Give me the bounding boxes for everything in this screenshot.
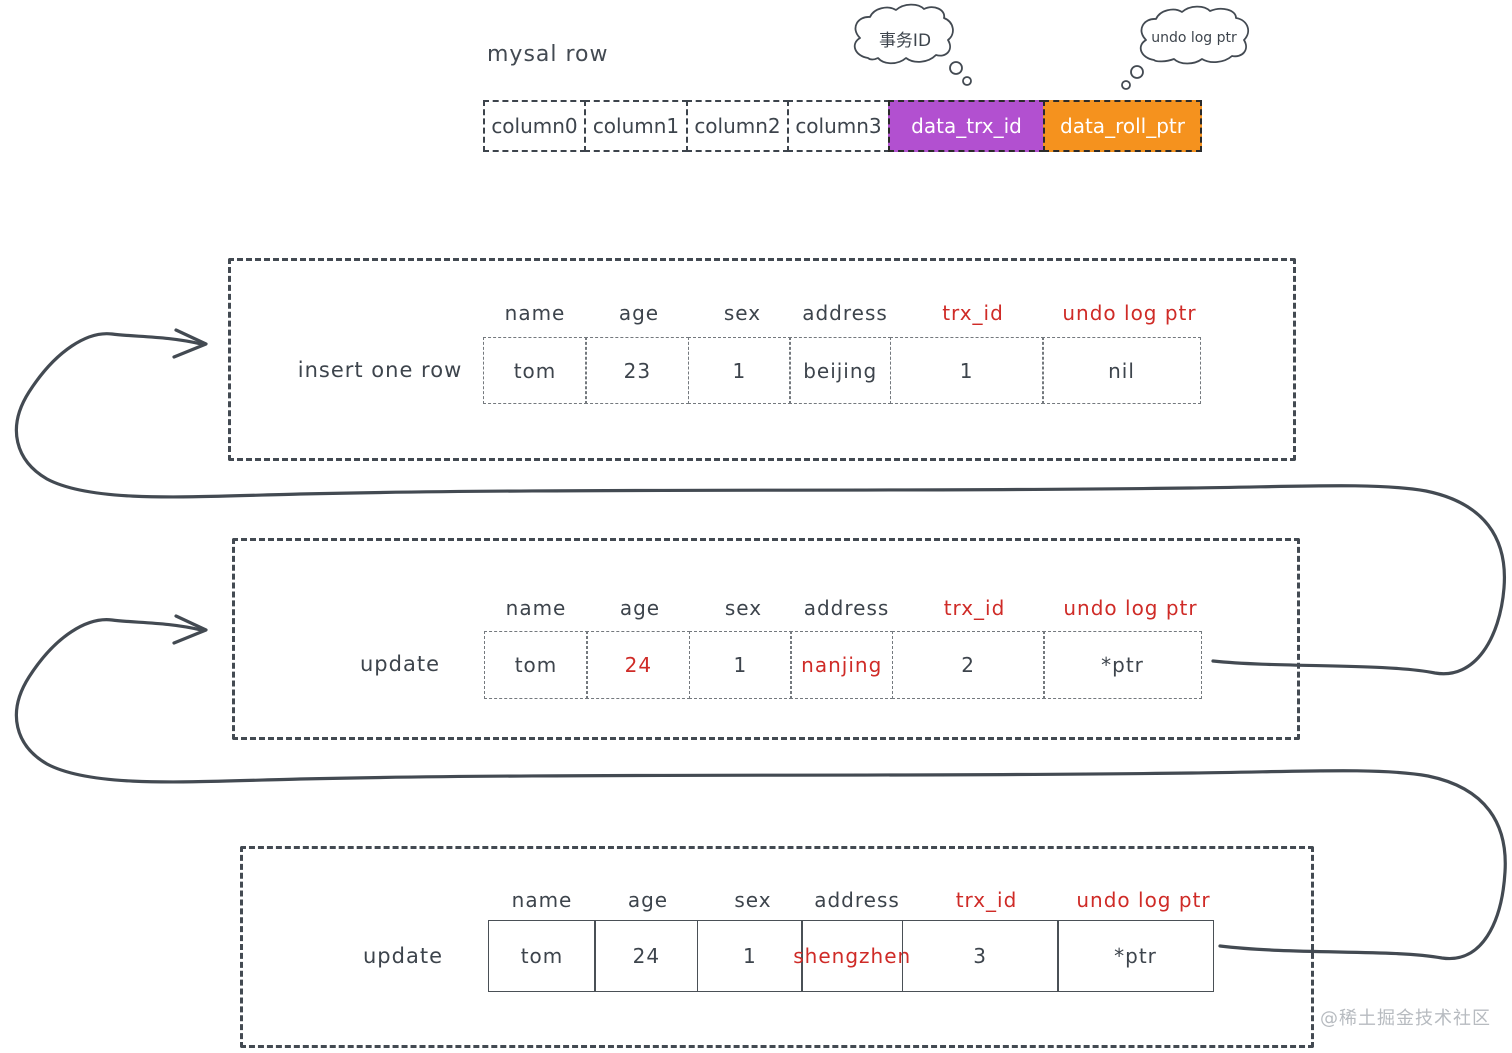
cell-sex: 1 <box>696 920 803 992</box>
version2-header-row: name age sex address trx_id undo log ptr <box>484 588 1210 620</box>
bubble-dot <box>949 61 963 75</box>
header-address: address <box>814 888 900 912</box>
cell-undo-log-ptr: *ptr <box>1057 920 1215 992</box>
version1-operation-label: insert one row <box>297 358 463 382</box>
version-chain-arrow-1 <box>14 328 1507 676</box>
cell-name: tom <box>483 337 587 404</box>
thought-bubble-trx-shape <box>853 3 972 86</box>
cell-trx-id: 3 <box>901 920 1059 992</box>
header-name: name <box>511 888 573 912</box>
version-chain-arrow-2 <box>14 614 1507 961</box>
cell-trx-id: 2 <box>891 631 1045 699</box>
header-undo-log-ptr: undo log ptr <box>1063 596 1198 620</box>
version3-header-row: name age sex address trx_id undo log ptr <box>488 880 1222 912</box>
bubble-dot <box>1130 65 1144 79</box>
version1-data-row: tom 23 1 beijing 1 nil <box>483 337 1202 404</box>
cell-trx-id: 1 <box>889 337 1044 404</box>
thought-bubble-undo-shape <box>1121 5 1250 90</box>
row-cell-column3: column3 <box>787 100 890 152</box>
thought-bubble-trx-label: 事务ID <box>878 31 932 51</box>
header-age: age <box>619 596 661 620</box>
bubble-dot <box>962 76 972 86</box>
version-box-2 <box>232 538 1300 740</box>
row-cell-column1: column1 <box>584 100 688 152</box>
row-cell-data-trx-id: data_trx_id <box>888 100 1045 152</box>
cell-age: 23 <box>585 337 690 404</box>
row-cell-data-roll-ptr: data_roll_ptr <box>1043 100 1202 152</box>
cell-sex: 1 <box>688 631 792 699</box>
header-address: address <box>802 301 888 325</box>
thought-bubble-undo-label: undo log ptr <box>1151 30 1237 46</box>
header-age: age <box>627 888 669 912</box>
mysql-row-structure: column0 column1 column2 column3 data_trx… <box>483 100 1202 152</box>
header-address: address <box>803 596 890 620</box>
cell-age: 24 <box>594 920 699 992</box>
cell-undo-log-ptr: *ptr <box>1043 631 1203 699</box>
header-undo-log-ptr: undo log ptr <box>1062 301 1197 325</box>
version3-operation-label: update <box>363 944 443 968</box>
header-sex: sex <box>723 301 762 325</box>
cell-address: beijing <box>789 337 892 404</box>
version-box-3 <box>240 846 1314 1048</box>
version3-data-row: tom 24 1 shengzhen 3 *ptr <box>488 920 1215 992</box>
header-name: name <box>505 596 567 620</box>
header-sex: sex <box>734 888 772 912</box>
version2-operation-label: update <box>360 652 440 676</box>
version1-header-row: name age sex address trx_id undo log ptr <box>483 293 1209 325</box>
mysql-row-label: mysal row <box>487 42 609 67</box>
cell-age: 24 <box>586 631 691 699</box>
header-trx-id: trx_id <box>942 301 1004 325</box>
header-trx-id: trx_id <box>943 596 1006 620</box>
bubble-dot <box>1121 80 1131 90</box>
row-cell-column2: column2 <box>686 100 789 152</box>
header-age: age <box>618 301 660 325</box>
cell-name: tom <box>488 920 596 992</box>
cell-sex: 1 <box>687 337 791 404</box>
header-trx-id: trx_id <box>955 888 1018 912</box>
header-name: name <box>504 301 566 325</box>
header-sex: sex <box>724 596 763 620</box>
cell-address: shengzhen <box>793 920 910 992</box>
header-undo-log-ptr: undo log ptr <box>1076 888 1211 912</box>
cell-address: nanjing <box>790 631 894 699</box>
watermark: @稀土掘金技术社区 <box>1320 1008 1491 1029</box>
cell-undo-log-ptr: nil <box>1042 337 1202 404</box>
version2-data-row: tom 24 1 nanjing 2 *ptr <box>484 631 1203 699</box>
row-cell-column0: column0 <box>483 100 586 152</box>
cell-name: tom <box>484 631 588 699</box>
version-box-1 <box>228 258 1296 461</box>
